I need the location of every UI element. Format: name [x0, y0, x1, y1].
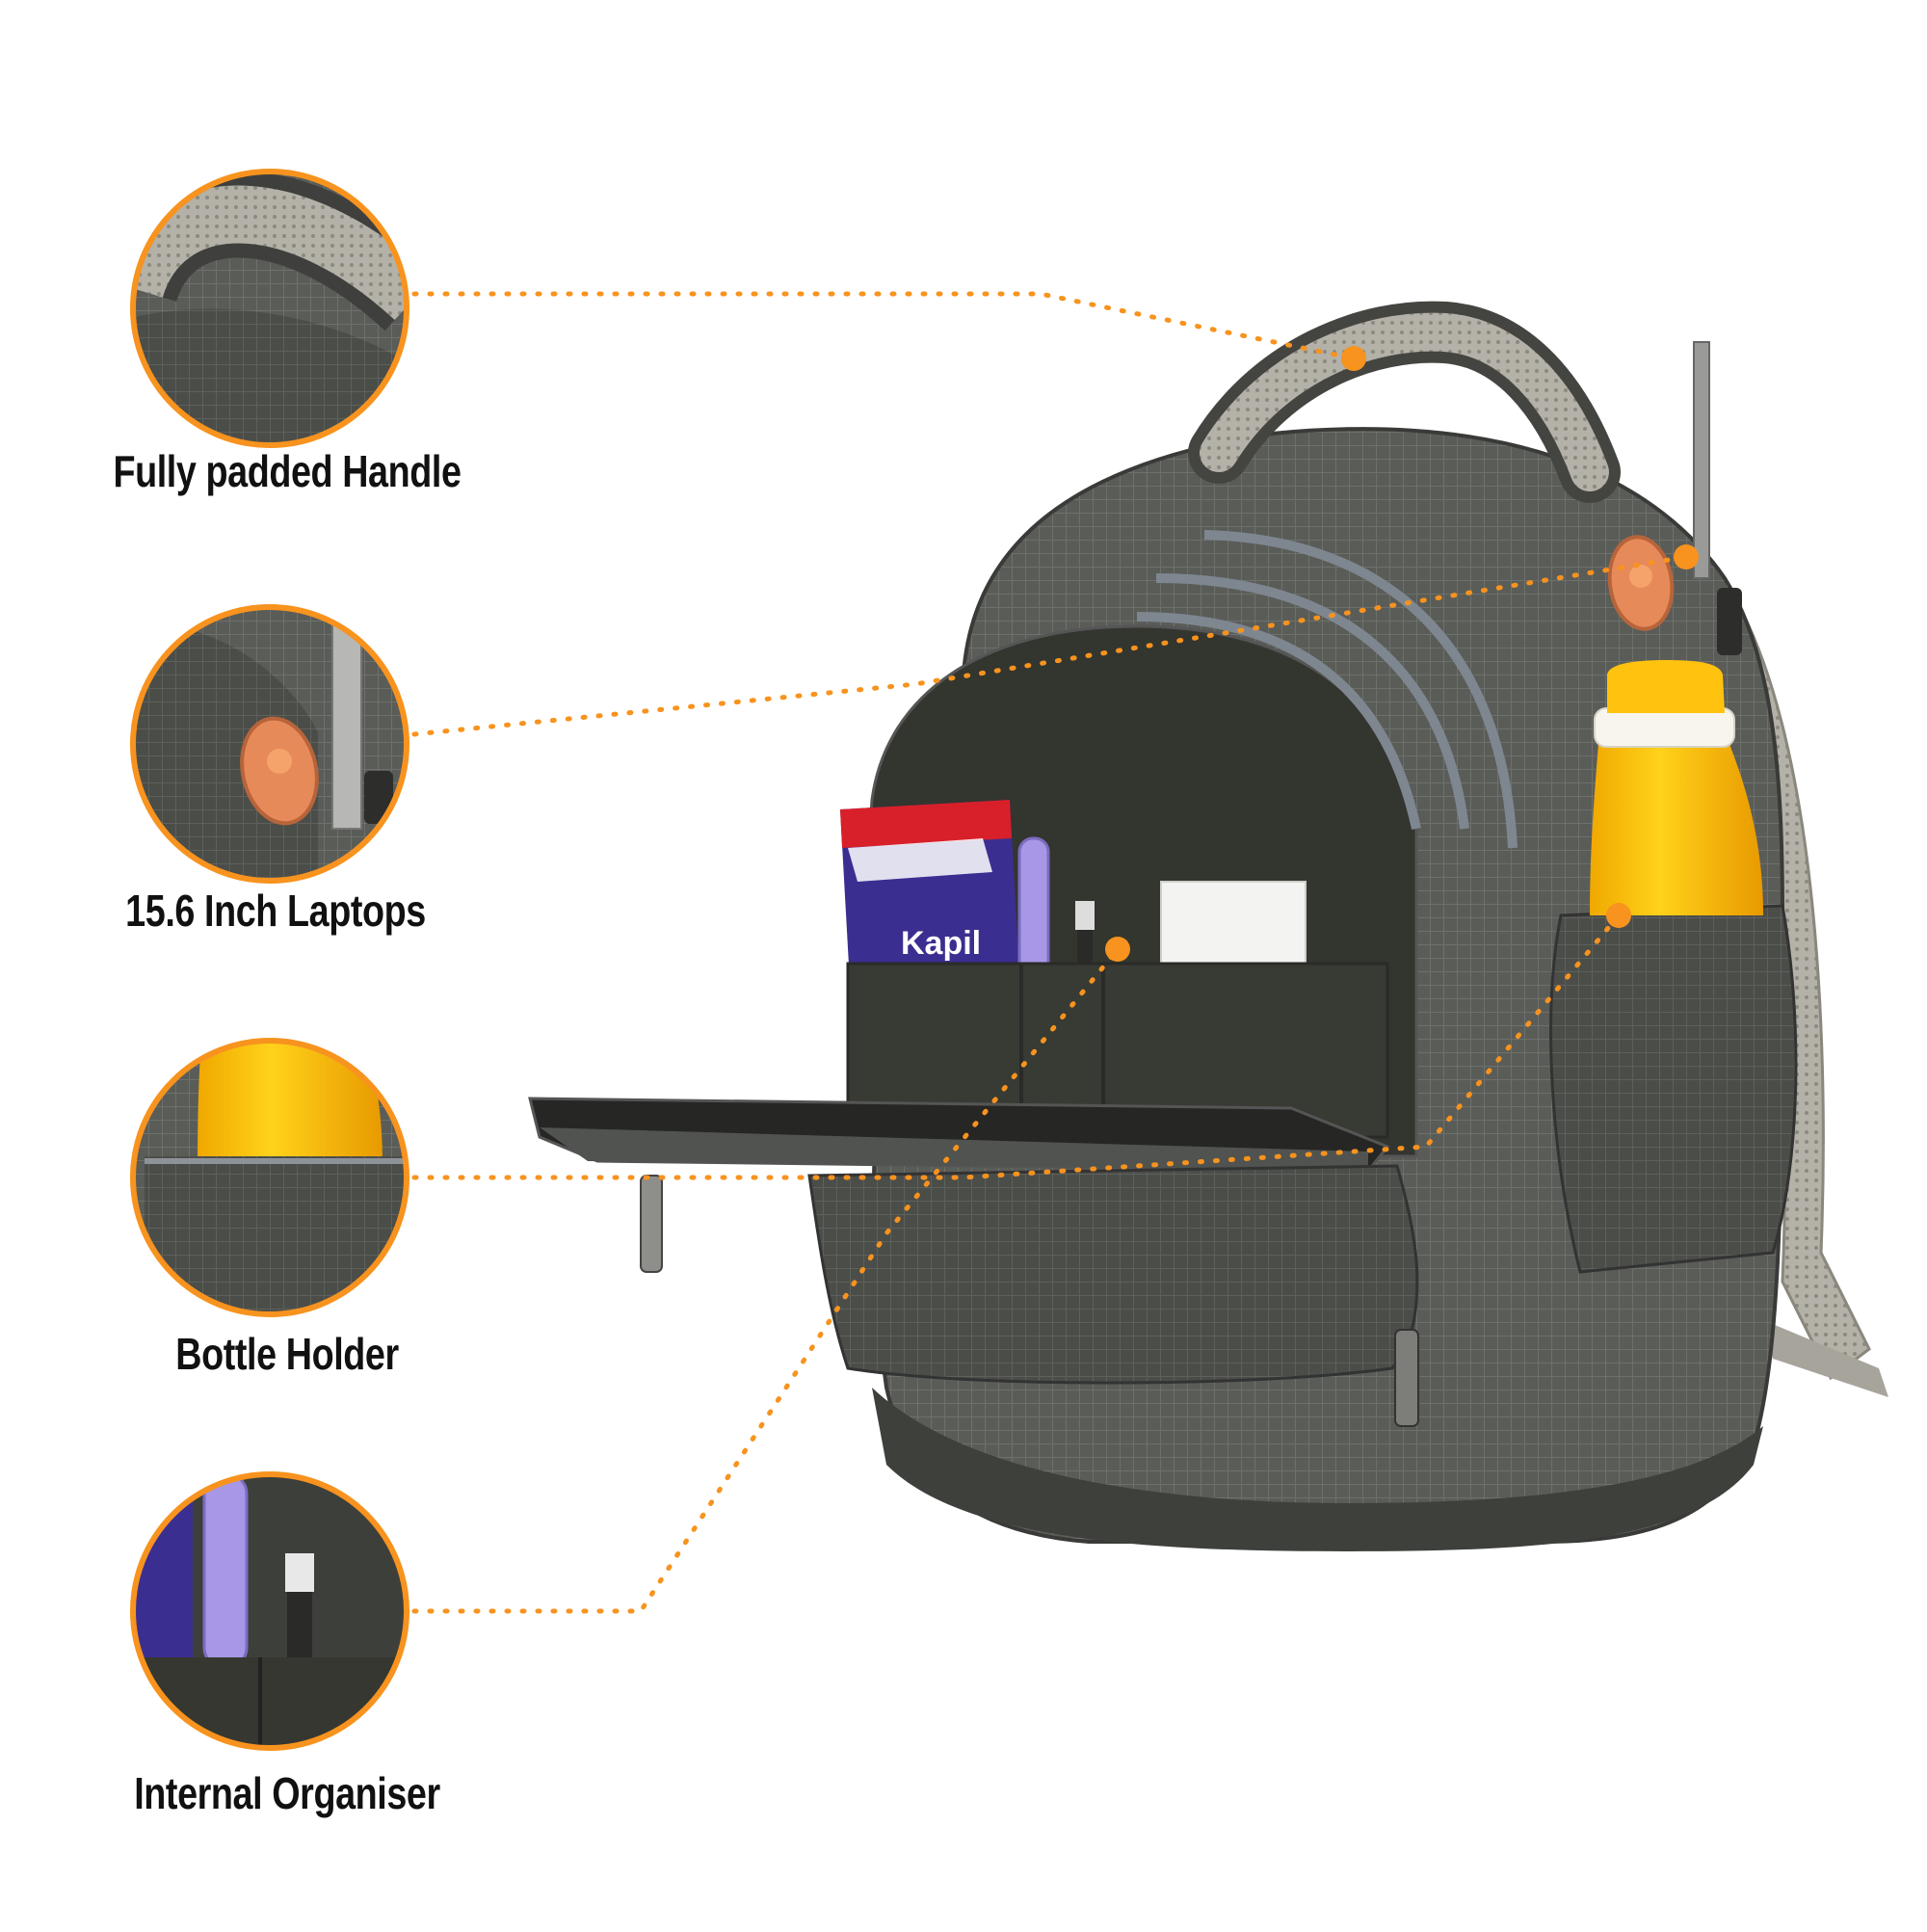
bottom-panel	[872, 1388, 1763, 1551]
endpoint-dot	[1105, 937, 1130, 962]
backpack-photo: Kapil	[528, 301, 1888, 1551]
bottle-cap	[1607, 660, 1725, 713]
third-zipper	[1203, 530, 1518, 849]
endpoint-dot	[1674, 544, 1699, 569]
padded-handle	[1200, 312, 1609, 491]
second-zipper	[1155, 573, 1469, 830]
zipper-pull	[1717, 588, 1742, 655]
compartment-zipper	[1136, 612, 1421, 831]
bottle-holder-zoom-icon	[130, 1038, 409, 1317]
handle-zoom-icon	[130, 169, 409, 448]
endpoint-dot	[1341, 346, 1366, 371]
brand-patch-logo	[1629, 565, 1652, 588]
connector-endpoints	[1105, 346, 1699, 962]
connector-lines	[411, 291, 1689, 1614]
stylus	[1693, 341, 1710, 579]
book-brand-text: Kapil	[901, 925, 981, 962]
internal-organiser-zoom-icon	[130, 1471, 409, 1751]
organiser-pocket	[846, 962, 1389, 1139]
front-pocket	[807, 1164, 1419, 1385]
feature-label-handle: Fully padded Handle	[113, 446, 462, 496]
pencil-tip	[1075, 901, 1095, 930]
feature-label-laptop: 15.6 Inch Laptops	[125, 886, 426, 936]
feature-label-bottle-holder: Bottle Holder	[175, 1329, 399, 1379]
endpoint-dot	[1606, 903, 1631, 928]
feature-label-internal-organiser: Internal Organiser	[134, 1768, 440, 1818]
connector-handle	[411, 291, 1357, 361]
laptop-compartment-zoom-icon	[130, 604, 409, 884]
strap-buckle	[1763, 1320, 1888, 1397]
bottle-cap-band	[1594, 707, 1735, 748]
book: Kapil	[840, 800, 1019, 983]
purple-pen	[1017, 836, 1050, 985]
water-bottle	[1590, 660, 1763, 915]
connector-laptop	[411, 554, 1689, 737]
side-bottle-pocket	[1549, 904, 1798, 1274]
flap-zipper-pull	[640, 1175, 663, 1273]
front-zipper-pull	[1394, 1329, 1419, 1427]
